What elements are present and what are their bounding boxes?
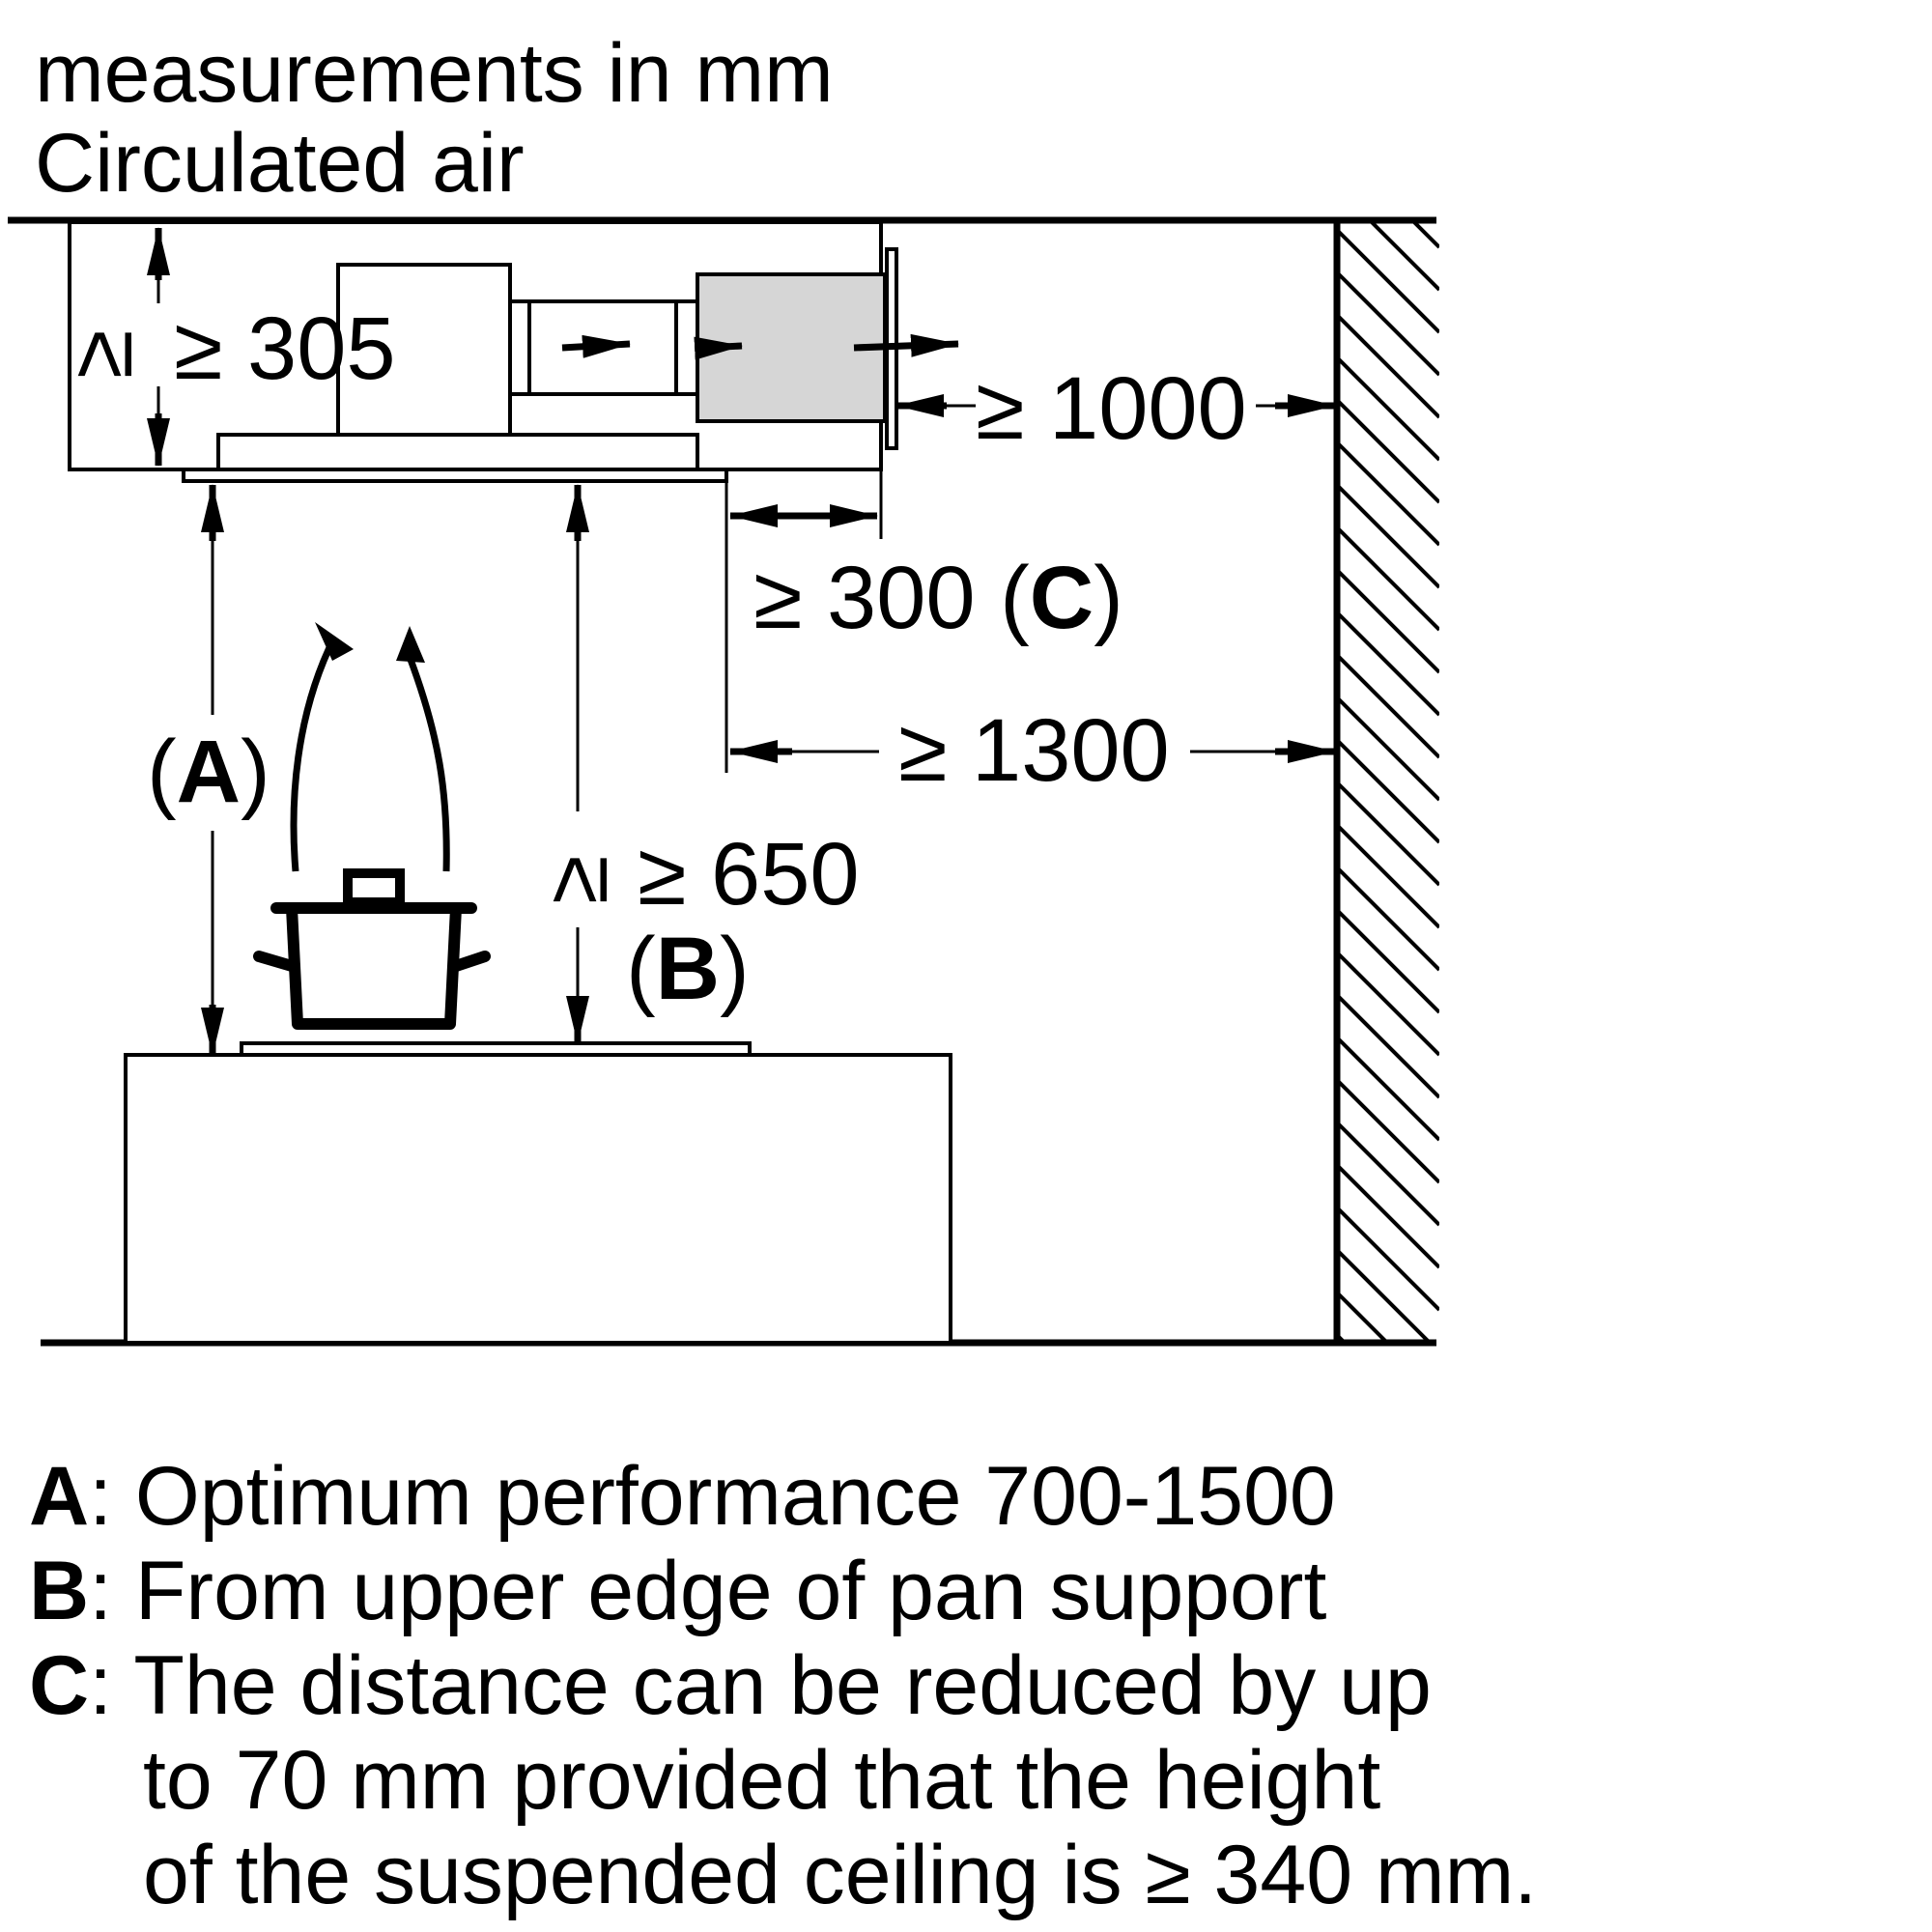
dim-305-ge: ≥ [52, 330, 151, 380]
hatch-line [1335, 653, 1439, 759]
dim-305-label: ≥ 305 [174, 299, 396, 398]
note-c-line3: of the suspended ceiling is ≥ 340 mm. [143, 1829, 1537, 1921]
hatch-line [1335, 270, 1439, 377]
hatch-line [1335, 568, 1439, 674]
hatch-line [1335, 866, 1439, 972]
mode-caption: Circulated air [35, 117, 525, 210]
hatch-line [1337, 1378, 1439, 1480]
note-a: A: Optimum performance 700-1500 [29, 1450, 1336, 1543]
hatch-line [1335, 823, 1439, 929]
hatch-line [1335, 440, 1439, 547]
hatch-line [1335, 228, 1439, 334]
airflow-arrows [561, 333, 959, 360]
counter-unit [124, 1053, 952, 1345]
hatch-line [1335, 355, 1439, 462]
units-caption: measurements in mm [35, 27, 834, 120]
note-c-line2: to 70 mm provided that the height [143, 1734, 1380, 1827]
hatch-line [1335, 398, 1439, 504]
hatch-line [1335, 1078, 1439, 1184]
hatch-line [1335, 611, 1439, 717]
hatch-line [1335, 526, 1439, 632]
hatch-line [1335, 696, 1439, 802]
hatch-line [1335, 1206, 1439, 1312]
hatch-line [1335, 483, 1439, 589]
dim-300-label: ≥ 300 (C) [753, 549, 1123, 647]
dim-300 [724, 469, 883, 773]
cooking-pot [253, 868, 491, 1030]
note-c: C: The distance can be reduced by up [29, 1639, 1432, 1732]
hatch-line [1335, 1248, 1433, 1343]
notes: A: Optimum performance 700-1500 B: From … [29, 1450, 1537, 1921]
dim-1300-label: ≥ 1300 [898, 701, 1170, 800]
steam-arrows [290, 618, 450, 872]
hatch-line [1335, 738, 1439, 844]
hatch-line [1335, 1036, 1439, 1142]
hatch-line [1367, 220, 1439, 292]
hatch-line [1335, 908, 1439, 1014]
cooktop-counter [124, 1041, 952, 1345]
hatch-line [1409, 220, 1439, 249]
dim-650-ge: ≥ [527, 856, 626, 905]
wall-hatching [1333, 220, 1439, 1480]
hatch-line [1335, 313, 1439, 419]
hatch-line [1335, 1121, 1439, 1227]
hatch-line [1335, 1163, 1439, 1269]
hatch-line [1335, 951, 1439, 1057]
dim-650-label: ≥ 650 [638, 825, 860, 923]
hatch-line [1335, 993, 1439, 1099]
hatch-line [1335, 1291, 1390, 1343]
dim-1000-label: ≥ 1000 [976, 359, 1247, 458]
dim-b-label: (B) [626, 920, 750, 1018]
hatch-line [1335, 781, 1439, 887]
hatch-line [1335, 1333, 1348, 1343]
dim-a-label: (A) [147, 723, 270, 821]
note-b: B: From upper edge of pan support [29, 1545, 1326, 1637]
